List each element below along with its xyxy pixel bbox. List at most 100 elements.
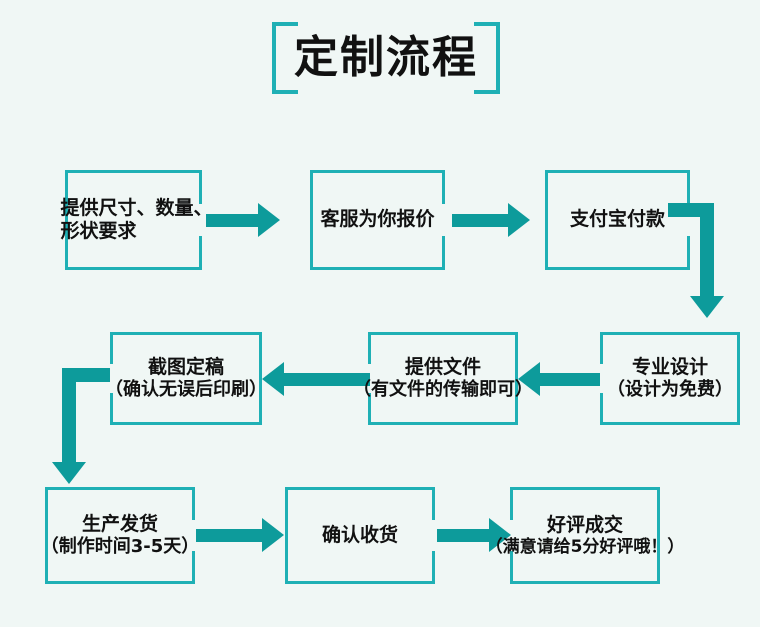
node-border-top — [65, 170, 202, 173]
arrow-shaft — [452, 214, 510, 227]
elbow-arrow-head — [52, 462, 86, 484]
arrow-provide-files-to-screenshot-confirm — [262, 362, 370, 396]
node-border-bottom — [510, 581, 660, 584]
flow-node-label-main: 截图定稿 — [147, 355, 224, 378]
flow-node-label-sub: （有文件的传输即可） — [353, 379, 533, 401]
arrow-design-to-provide-files — [518, 362, 600, 396]
arrow-provide-specs-to-quote — [206, 203, 280, 237]
node-border-top — [110, 332, 262, 335]
arrow-confirm-receipt-to-positive-review — [437, 518, 515, 552]
flow-node-professional-design[interactable]: 专业设计 （设计为免费） — [600, 332, 740, 425]
flow-node-confirm-receipt[interactable]: 确认收货 — [285, 487, 435, 584]
flow-node-label-sub: （满意请给5分好评哦！） — [485, 536, 685, 557]
node-border-bottom — [368, 422, 518, 425]
node-border-bottom — [310, 267, 445, 270]
node-border-bottom — [545, 267, 690, 270]
node-border-left-lower — [600, 393, 603, 425]
node-border-bottom — [600, 422, 740, 425]
node-border-right — [442, 170, 445, 204]
page-title: 定制流程 — [272, 22, 500, 94]
node-border-right — [199, 170, 202, 204]
flow-node-label-main: 提供文件 — [404, 355, 481, 378]
flow-node-label: 提供文件 （有文件的传输即可） — [353, 356, 533, 401]
flow-node-label: 提供尺寸、数量、 形状要求 — [55, 197, 213, 243]
arrow-head — [262, 362, 284, 396]
flow-node-label-sub: （确认无误后印刷） — [105, 379, 267, 401]
node-border-top — [285, 487, 435, 490]
node-border-left — [310, 170, 313, 270]
node-border-left-lower — [110, 393, 113, 425]
node-border-right — [657, 487, 660, 584]
flow-node-label-main: 生产发货 — [81, 512, 158, 535]
flow-node-label-main: 好评成交 — [547, 513, 624, 536]
arrow-production-to-confirm-receipt — [196, 518, 288, 552]
node-border-left — [45, 487, 48, 584]
arrow-shaft — [437, 529, 491, 542]
node-border-right-lower — [687, 236, 690, 270]
flow-node-label: 好评成交 （满意请给5分好评哦！） — [486, 514, 685, 558]
node-border-top — [545, 170, 690, 173]
arrow-head — [518, 362, 540, 396]
arrow-head — [258, 203, 280, 237]
node-border-right — [432, 487, 435, 520]
node-border-left — [110, 332, 113, 364]
node-border-bottom — [65, 267, 202, 270]
arrow-quote-to-alipay-payment — [452, 203, 534, 237]
flow-node-label: 支付宝付款 — [570, 208, 665, 231]
node-border-left-lower — [368, 393, 371, 425]
elbow-vertical-segment — [700, 203, 714, 298]
arrow-shaft — [196, 529, 264, 542]
arrow-shaft — [538, 373, 600, 386]
arrow-head — [262, 518, 284, 552]
node-border-right-lower — [442, 236, 445, 270]
flow-node-label: 专业设计 （设计为免费） — [607, 356, 733, 401]
node-border-right-lower — [199, 236, 202, 270]
node-border-top — [600, 332, 740, 335]
elbow-alipay-payment-to-design — [668, 203, 740, 333]
flow-node-alipay-payment[interactable]: 支付宝付款 — [545, 170, 690, 270]
node-border-right — [259, 332, 262, 425]
flow-node-label: 生产发货 （制作时间3-5天） — [41, 513, 200, 558]
flow-node-label-sub: （设计为免费） — [607, 379, 733, 401]
node-border-top — [45, 487, 195, 490]
flow-node-provide-specs[interactable]: 提供尺寸、数量、 形状要求 — [61, 170, 213, 270]
flow-node-label: 客服为你报价 — [320, 208, 434, 231]
node-border-right — [515, 332, 518, 425]
node-border-left — [600, 332, 603, 364]
flow-node-label-main: 专业设计 — [631, 355, 708, 378]
flow-node-label-sub: 形状要求 — [60, 220, 137, 242]
node-border-left — [65, 170, 68, 270]
node-border-top — [510, 487, 660, 490]
flow-node-screenshot-confirm[interactable]: 截图定稿 （确认无误后印刷） — [105, 332, 267, 425]
page-title-text: 定制流程 — [294, 32, 478, 83]
node-border-top — [310, 170, 445, 173]
elbow-screenshot-confirm-to-production — [42, 368, 122, 488]
flow-node-label: 确认收货 — [322, 524, 398, 547]
flow-node-production-shipping[interactable]: 生产发货 （制作时间3-5天） — [41, 487, 199, 584]
node-border-right-lower — [192, 551, 195, 584]
flow-node-label-main: 客服为你报价 — [320, 208, 435, 231]
node-border-left — [285, 487, 288, 584]
node-border-left — [368, 332, 371, 364]
flow-node-label-sub: （制作时间3-5天） — [40, 536, 200, 558]
arrow-head — [508, 203, 530, 237]
node-border-bottom — [285, 581, 435, 584]
elbow-arrow-head — [690, 296, 724, 318]
flow-node-customer-service-quote[interactable]: 客服为你报价 — [310, 170, 445, 270]
title-frame-right-bracket — [474, 22, 500, 94]
arrow-shaft — [206, 214, 260, 227]
node-border-right-lower — [432, 551, 435, 584]
node-border-bottom — [45, 581, 195, 584]
node-border-right — [192, 487, 195, 520]
flow-node-label-main: 支付宝付款 — [569, 208, 665, 231]
node-border-left-lower — [510, 551, 513, 584]
node-border-left — [510, 487, 513, 520]
node-border-left — [545, 170, 548, 270]
flow-node-label: 截图定稿 （确认无误后印刷） — [105, 356, 267, 401]
flow-node-provide-files[interactable]: 提供文件 （有文件的传输即可） — [353, 332, 533, 425]
arrow-shaft — [284, 373, 370, 386]
arrow-head — [489, 518, 511, 552]
title-frame-left-bracket — [272, 22, 298, 94]
flow-node-positive-review[interactable]: 好评成交 （满意请给5分好评哦！） — [486, 487, 684, 584]
